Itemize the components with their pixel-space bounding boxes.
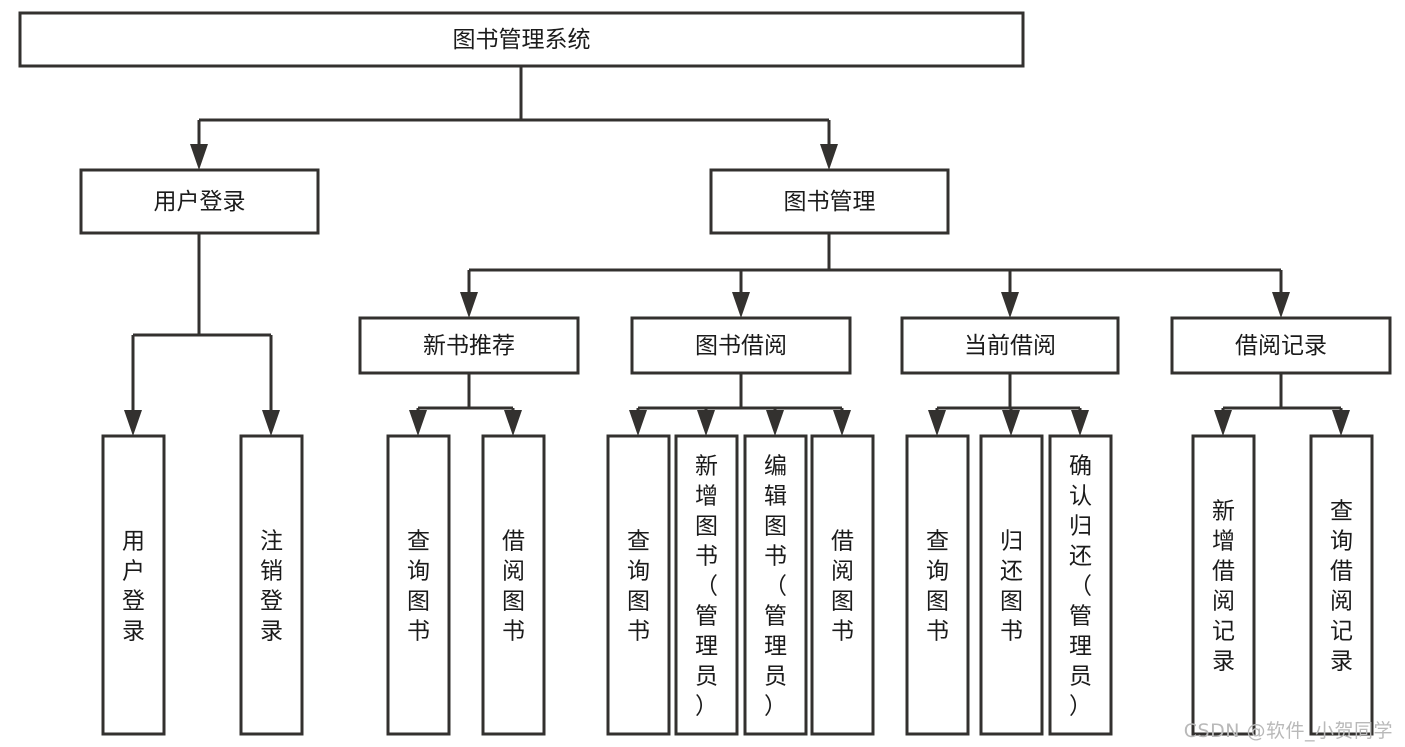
- node-box[interactable]: [606, 434, 671, 736]
- node-box[interactable]: [900, 316, 1120, 375]
- node-leaf-query-record[interactable]: 查询借阅记录: [1309, 434, 1374, 736]
- node-leaf-edit-book[interactable]: 编辑图书（管理员）: [743, 434, 808, 736]
- edge-group-new-book-rec-children: [409, 373, 522, 436]
- edge-group-borrow-record-children: [1214, 373, 1350, 436]
- edge-arrowhead: [629, 410, 647, 436]
- edge-arrowhead: [262, 410, 280, 436]
- node-leaf-query-book-bb[interactable]: 查询图书: [606, 434, 671, 736]
- node-borrow-record[interactable]: 借阅记录: [1170, 316, 1392, 375]
- node-label: 图书管理系统: [453, 27, 591, 53]
- edge-arrowhead: [833, 410, 851, 436]
- edges-layer: [124, 66, 1350, 436]
- edge-arrowhead: [409, 410, 427, 436]
- node-leaf-borrow-book-bb[interactable]: 借阅图书: [810, 434, 875, 736]
- nodes-layer: 图书管理系统用户登录图书管理新书推荐图书借阅当前借阅借阅记录用户登录注销登录查询…: [18, 11, 1392, 736]
- node-label: 确认归还（管理员）: [1069, 453, 1092, 719]
- edge-arrowhead: [1332, 410, 1350, 436]
- node-box[interactable]: [1309, 434, 1374, 736]
- node-label: 编辑图书（管理员）: [764, 453, 787, 719]
- node-leaf-borrow-book-rec[interactable]: 借阅图书: [481, 434, 546, 736]
- node-box[interactable]: [101, 434, 166, 736]
- edge-arrowhead: [732, 292, 750, 318]
- node-label: 新增图书（管理员）: [695, 453, 718, 719]
- node-label: 新增借阅记录: [1212, 498, 1235, 674]
- node-leaf-add-record[interactable]: 新增借阅记录: [1191, 434, 1256, 736]
- node-label: 借阅图书: [831, 528, 854, 644]
- node-leaf-add-book[interactable]: 新增图书（管理员）: [674, 434, 739, 736]
- node-leaf-confirm-return[interactable]: 确认归还（管理员）: [1048, 434, 1113, 736]
- node-box[interactable]: [1191, 434, 1256, 736]
- edge-arrowhead: [504, 410, 522, 436]
- node-user-login[interactable]: 用户登录: [79, 168, 320, 235]
- edge-arrowhead: [820, 144, 838, 170]
- node-label: 借阅图书: [502, 528, 525, 644]
- edge-arrowhead: [1214, 410, 1232, 436]
- node-label: 用户登录: [122, 528, 145, 644]
- edge-arrowhead: [1272, 292, 1290, 318]
- node-label: 查询图书: [407, 528, 430, 644]
- node-leaf-user-login[interactable]: 用户登录: [101, 434, 166, 736]
- edge-group-current-borrow-children: [928, 373, 1089, 436]
- node-label: 查询图书: [627, 528, 650, 644]
- node-label: 查询图书: [926, 528, 949, 644]
- node-root[interactable]: 图书管理系统: [18, 11, 1025, 68]
- node-box[interactable]: [743, 434, 808, 736]
- edge-group-user-login-children: [124, 233, 280, 436]
- node-box[interactable]: [1170, 316, 1392, 375]
- node-label: 归还图书: [1000, 528, 1023, 644]
- node-leaf-return-book[interactable]: 归还图书: [979, 434, 1044, 736]
- node-label: 图书借阅: [695, 333, 787, 359]
- node-box[interactable]: [1048, 434, 1113, 736]
- edge-group-root-children: [190, 66, 838, 170]
- node-box[interactable]: [674, 434, 739, 736]
- node-leaf-query-book-cb[interactable]: 查询图书: [905, 434, 970, 736]
- node-label: 查询借阅记录: [1330, 498, 1353, 674]
- node-label: 新书推荐: [423, 333, 515, 359]
- edge-group-book-manage-children: [460, 233, 1290, 318]
- edge-arrowhead: [460, 292, 478, 318]
- node-box[interactable]: [481, 434, 546, 736]
- node-box[interactable]: [79, 168, 320, 235]
- edge-arrowhead: [928, 410, 946, 436]
- node-leaf-query-book-rec[interactable]: 查询图书: [386, 434, 451, 736]
- edge-arrowhead: [766, 410, 784, 436]
- node-box[interactable]: [18, 11, 1025, 68]
- edge-arrowhead: [697, 410, 715, 436]
- edge-arrowhead: [1001, 292, 1019, 318]
- node-label: 注销登录: [260, 528, 283, 644]
- node-label: 当前借阅: [964, 333, 1056, 359]
- node-box[interactable]: [810, 434, 875, 736]
- node-label: 借阅记录: [1235, 333, 1327, 359]
- node-box[interactable]: [630, 316, 852, 375]
- node-leaf-logout[interactable]: 注销登录: [239, 434, 304, 736]
- node-label: 图书管理: [784, 189, 876, 215]
- node-box[interactable]: [709, 168, 950, 235]
- node-new-book-rec[interactable]: 新书推荐: [358, 316, 580, 375]
- node-current-borrow[interactable]: 当前借阅: [900, 316, 1120, 375]
- node-box[interactable]: [905, 434, 970, 736]
- node-book-manage[interactable]: 图书管理: [709, 168, 950, 235]
- node-box[interactable]: [386, 434, 451, 736]
- node-book-borrow[interactable]: 图书借阅: [630, 316, 852, 375]
- edge-group-book-borrow-children: [629, 373, 851, 436]
- node-box[interactable]: [979, 434, 1044, 736]
- edge-arrowhead: [124, 410, 142, 436]
- node-box[interactable]: [239, 434, 304, 736]
- node-label: 用户登录: [154, 189, 246, 215]
- edge-arrowhead: [1002, 410, 1020, 436]
- node-box[interactable]: [358, 316, 580, 375]
- edge-arrowhead: [190, 144, 208, 170]
- edge-arrowhead: [1071, 410, 1089, 436]
